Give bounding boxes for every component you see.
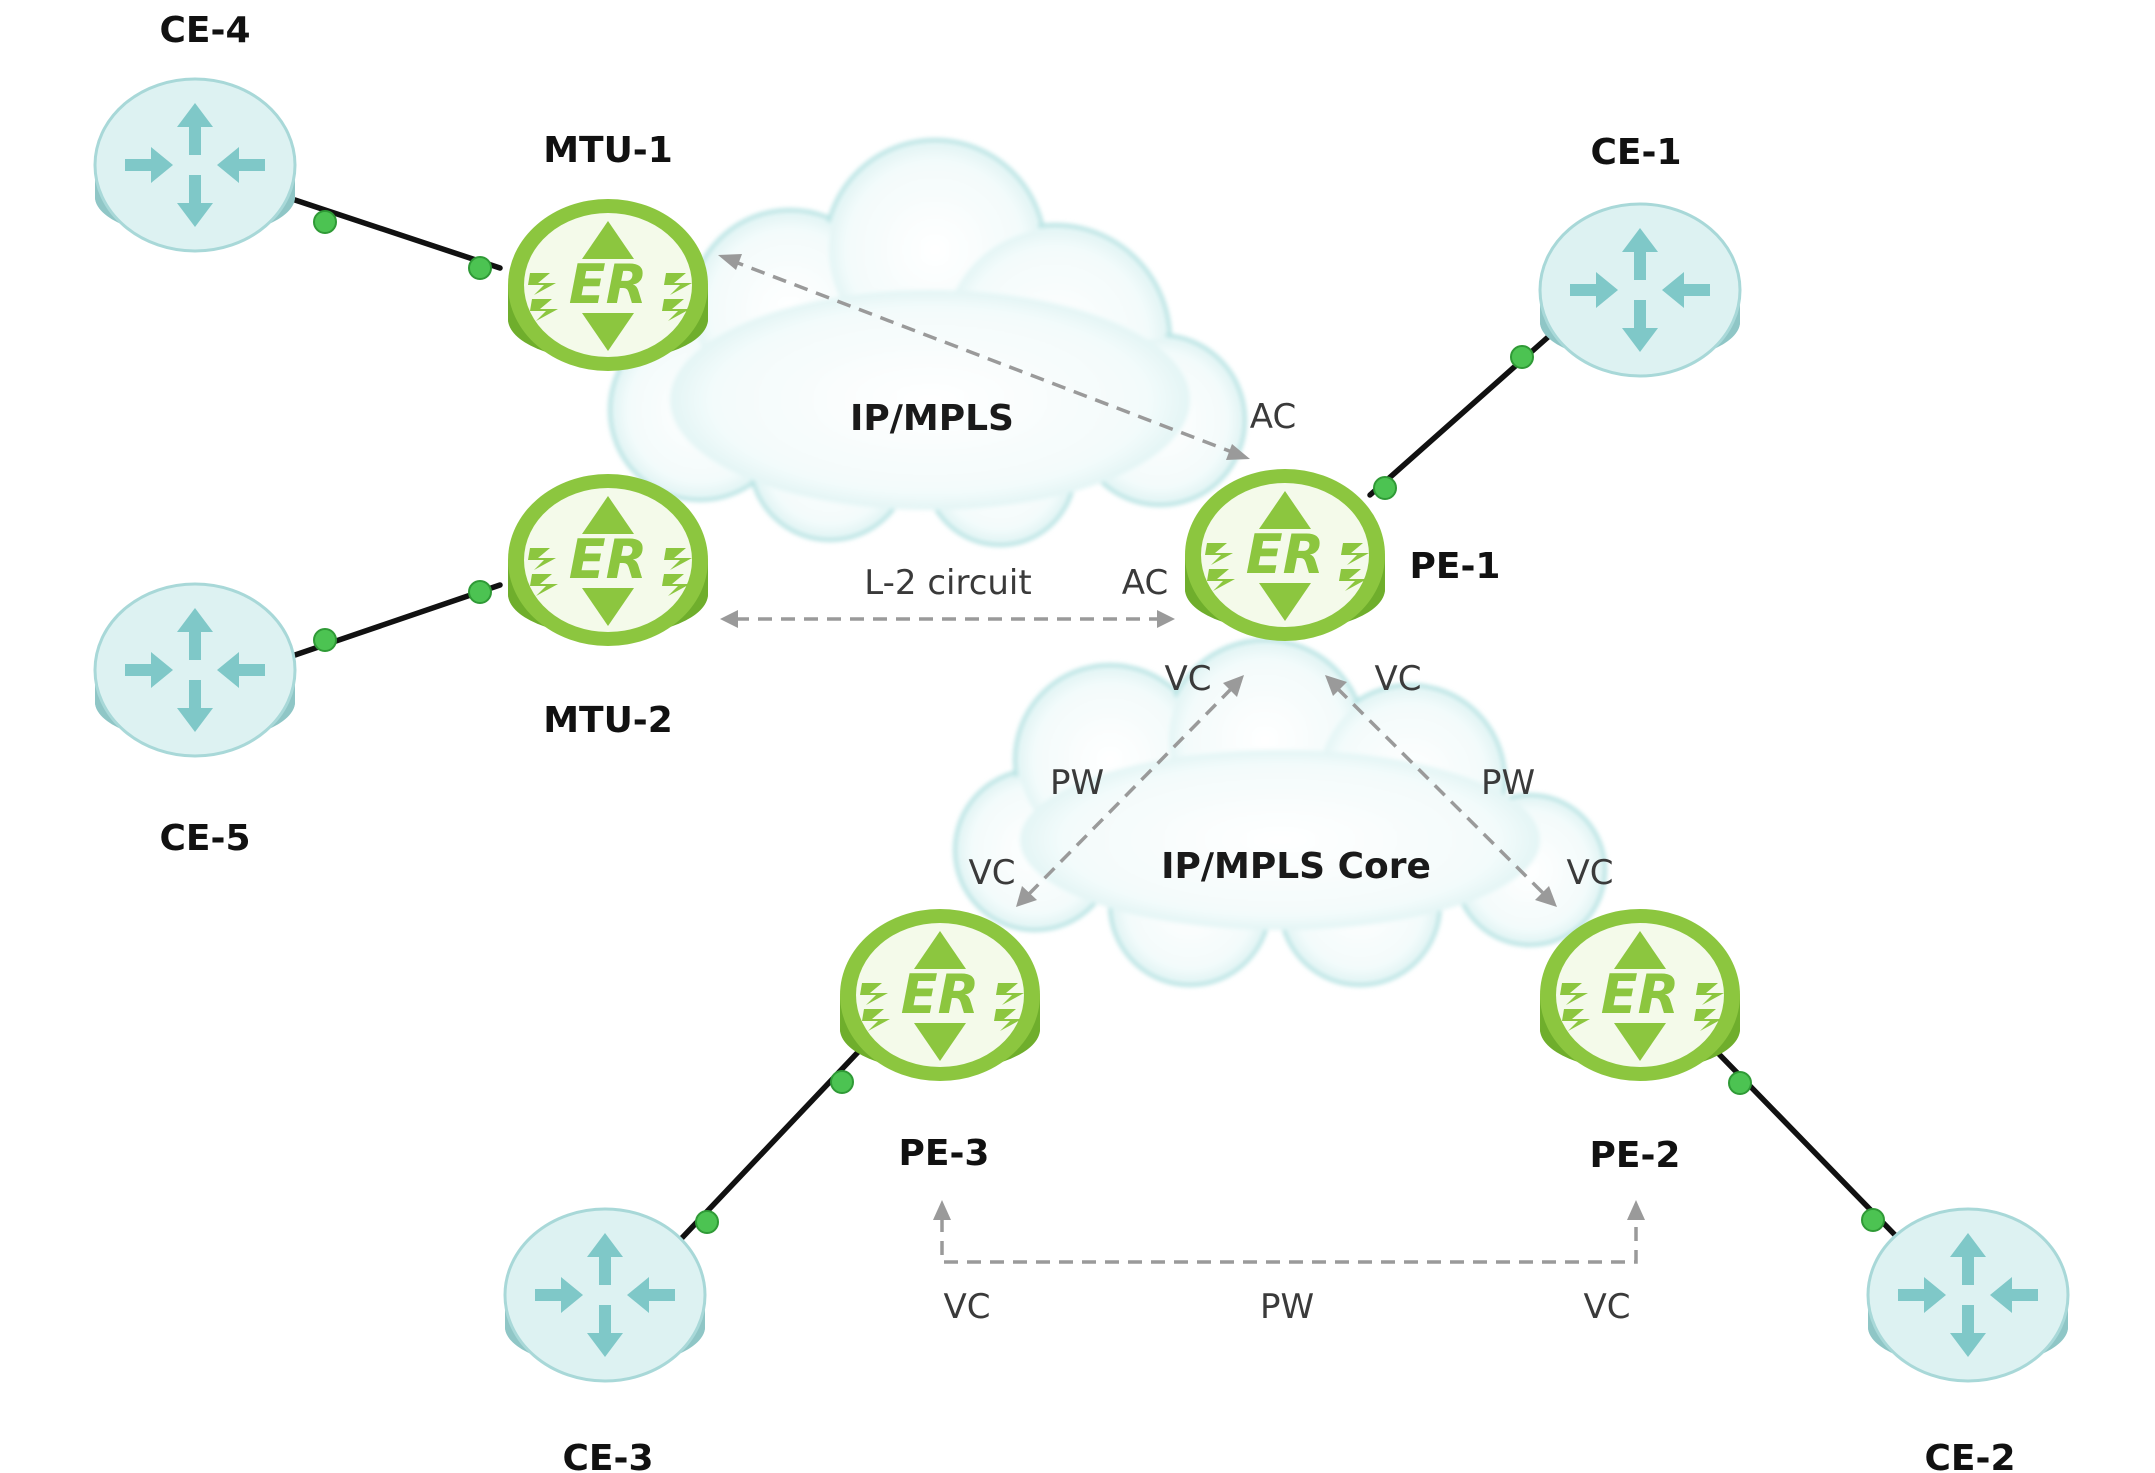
node-label-ce1: CE-1	[1590, 132, 1681, 173]
router-mtu1[interactable]: ER	[508, 199, 708, 371]
ac-link-mtu1-pe1	[718, 254, 1250, 460]
link-label-ac-upper: AC	[1250, 397, 1296, 437]
cloud-label-ip-mpls: IP/MPLS	[850, 398, 1014, 439]
port-dots	[313, 210, 1885, 1234]
ip-mpls-core-cloud	[953, 638, 1607, 987]
link-label-pw-right: PW	[1481, 763, 1535, 803]
router-ce5[interactable]	[93, 582, 297, 758]
node-label-mtu2: MTU-2	[543, 700, 673, 741]
link-label-vc-pe3-bottom: VC	[944, 1287, 991, 1327]
ip-mpls-cloud	[608, 138, 1247, 547]
node-label-pe2: PE-2	[1590, 1135, 1681, 1176]
router-pe1[interactable]: ER	[1185, 469, 1385, 641]
link-label-vc-pe1-right: VC	[1375, 659, 1422, 699]
pw-link-pe3-pe2	[933, 1200, 1645, 1264]
node-label-ce3: CE-3	[562, 1438, 653, 1473]
router-ce2[interactable]	[1866, 1207, 2070, 1383]
router-ce1[interactable]	[1538, 202, 1742, 378]
router-emblem: ER	[1601, 963, 1679, 1026]
pw-link-pe1-pe2	[1325, 675, 1557, 907]
link-label-pw-left: PW	[1050, 763, 1104, 803]
router-ce3[interactable]	[503, 1207, 707, 1383]
l2-circuit-link-mtu2-pe1	[720, 610, 1175, 628]
link-label-vc-pe2-bottom: VC	[1584, 1287, 1631, 1327]
router-ce4[interactable]	[93, 77, 297, 253]
router-emblem: ER	[569, 528, 647, 591]
router-pe3[interactable]: ER	[840, 909, 1040, 1081]
node-label-ce5: CE-5	[159, 818, 250, 859]
node-label-mtu1: MTU-1	[543, 130, 673, 171]
router-emblem: ER	[569, 253, 647, 316]
node-label-ce2: CE-2	[1924, 1438, 2015, 1473]
wire-pe1-ce1	[1367, 319, 1568, 498]
node-label-ce4: CE-4	[159, 10, 250, 51]
cloud-label-ip-mpls-core: IP/MPLS Core	[1161, 846, 1431, 887]
link-label-vc-pe3-upper: VC	[969, 853, 1016, 893]
router-mtu2[interactable]: ER	[508, 474, 708, 646]
node-label-pe3: PE-3	[899, 1133, 990, 1174]
pw-link-pe1-pe3	[1016, 675, 1244, 907]
wire-pe3-ce3	[677, 1047, 863, 1243]
router-pe2[interactable]: ER	[1540, 909, 1740, 1081]
router-emblem: ER	[1246, 523, 1324, 586]
link-label-ac-lower: AC	[1122, 563, 1168, 603]
link-label-l2-circuit: L-2 circuit	[864, 563, 1031, 603]
node-label-pe1: PE-1	[1410, 546, 1501, 587]
link-label-vc-pe1-left: VC	[1165, 659, 1212, 699]
link-label-vc-pe2-upper: VC	[1567, 853, 1614, 893]
link-label-pw-bottom: PW	[1260, 1287, 1314, 1327]
router-emblem: ER	[901, 963, 979, 1026]
